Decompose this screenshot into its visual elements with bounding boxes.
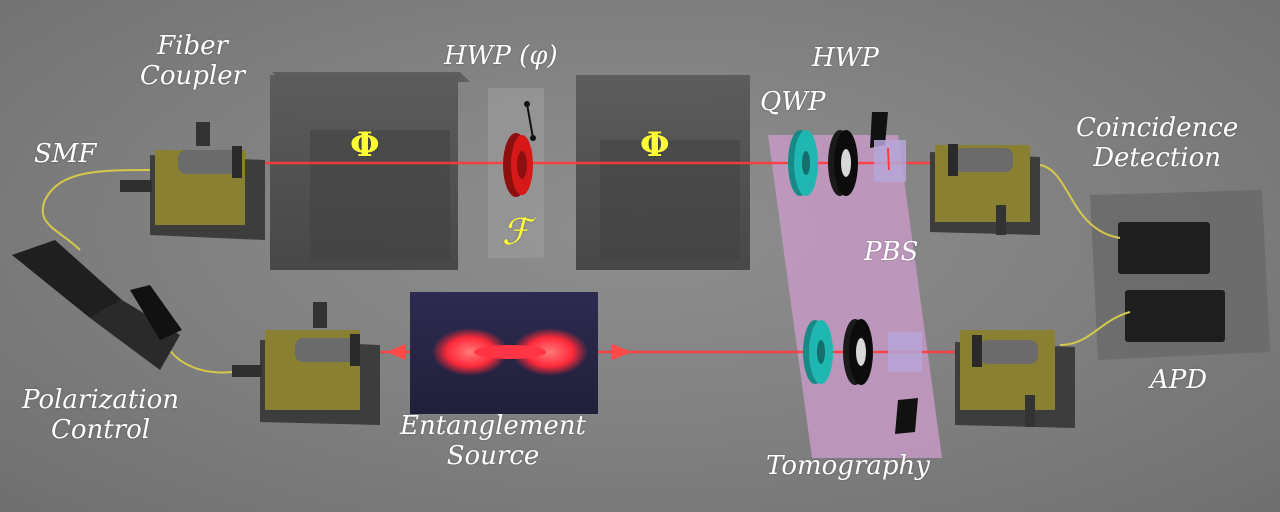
polarization-paddles	[12, 240, 182, 370]
entanglement-source-box	[410, 292, 598, 414]
fiber-right-top	[1039, 164, 1121, 239]
label-pbs: PBS	[864, 237, 919, 267]
label-polarization-control: Polarization Control	[22, 385, 180, 445]
fiber-coupler-top	[120, 122, 265, 240]
label-hwp: HWP	[812, 43, 879, 73]
arrow-left	[386, 344, 406, 360]
beam-dump-top	[870, 112, 888, 148]
qwp-bottom	[803, 320, 833, 384]
hwp-bottom	[843, 319, 873, 385]
label-qwp: QWP	[760, 87, 826, 117]
pbs-top	[874, 140, 906, 182]
arrow-right	[612, 344, 632, 360]
label-phase-right: Φ	[640, 125, 670, 165]
apd-detector-top	[1118, 222, 1210, 274]
hwp-phi-waveplate	[503, 101, 536, 197]
label-smf: SMF	[34, 139, 97, 169]
label-hwp-phi: HWP (φ)	[444, 41, 558, 71]
fiber-coupler-bottom	[232, 302, 380, 425]
phase-box-right	[576, 75, 750, 270]
label-filter: ℱ	[502, 212, 531, 253]
label-entanglement-source: Entanglement Source	[400, 411, 586, 471]
beam-dump-bottom	[895, 398, 918, 434]
label-tomography: Tomography	[766, 451, 930, 481]
hwp-top	[828, 130, 858, 196]
label-apd: APD	[1150, 365, 1208, 395]
fiber-coupler-right-top	[930, 144, 1040, 235]
pbs-bottom	[888, 332, 922, 372]
fiber-right-bottom	[1059, 311, 1131, 346]
fiber-left	[41, 169, 151, 251]
label-fiber-coupler: Fiber Coupler	[140, 31, 246, 91]
qwp-top	[788, 130, 818, 196]
apd-detector-bottom	[1125, 290, 1225, 342]
label-coincidence-detection: Coincidence Detection	[1076, 113, 1239, 173]
phase-box-left	[270, 72, 470, 270]
label-phase-left: Φ	[350, 125, 380, 165]
fiber-coupler-right-bottom	[955, 330, 1075, 428]
